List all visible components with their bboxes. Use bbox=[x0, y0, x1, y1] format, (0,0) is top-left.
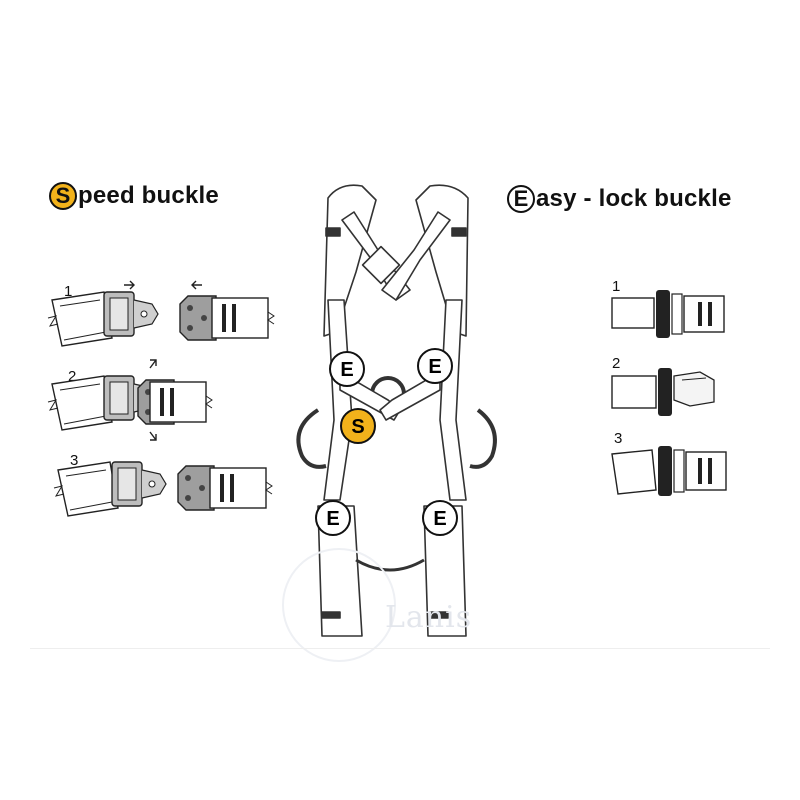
watermark-ring bbox=[282, 548, 396, 662]
harness-marker-3: S bbox=[340, 408, 376, 444]
speed-step-1: 1 bbox=[64, 283, 73, 300]
arrow-left-icon bbox=[191, 280, 202, 290]
speed-buckle-heading: S peed buckle bbox=[49, 182, 219, 210]
harness-marker-5: E bbox=[422, 500, 458, 536]
squeeze-arrow-icon bbox=[149, 359, 157, 369]
harness-marker-4: E bbox=[315, 500, 351, 536]
easy-step-1: 1 bbox=[612, 278, 621, 295]
speed-step-1-figure bbox=[47, 280, 275, 347]
easy-heading-text: asy - lock buckle bbox=[536, 185, 732, 212]
harness-marker-1: E bbox=[329, 351, 365, 387]
arrow-right-icon bbox=[124, 280, 135, 290]
speed-letter-badge: S bbox=[49, 182, 77, 210]
marker-label: E bbox=[433, 508, 446, 530]
marker-label: E bbox=[428, 356, 441, 378]
easy-step-2-figure bbox=[611, 368, 715, 416]
easy-step-1-figure bbox=[611, 290, 725, 338]
easy-step-3: 3 bbox=[614, 430, 623, 447]
easy-step-2: 2 bbox=[612, 355, 621, 372]
easy-lock-buckle-heading: E asy - lock buckle bbox=[507, 185, 732, 213]
divider bbox=[30, 648, 770, 649]
speed-step-2-figure bbox=[47, 359, 213, 441]
speed-step-3: 3 bbox=[70, 452, 79, 469]
speed-heading-text: peed buckle bbox=[78, 182, 219, 209]
squeeze-arrow-icon bbox=[149, 431, 157, 441]
marker-label: E bbox=[326, 508, 339, 530]
marker-label: E bbox=[340, 359, 353, 381]
watermark-text: Lanis bbox=[385, 600, 473, 635]
harness-marker-2: E bbox=[417, 348, 453, 384]
marker-label: S bbox=[351, 416, 364, 438]
easy-letter-badge: E bbox=[507, 185, 535, 213]
easy-step-3-figure bbox=[611, 446, 727, 496]
speed-step-2: 2 bbox=[68, 368, 77, 385]
